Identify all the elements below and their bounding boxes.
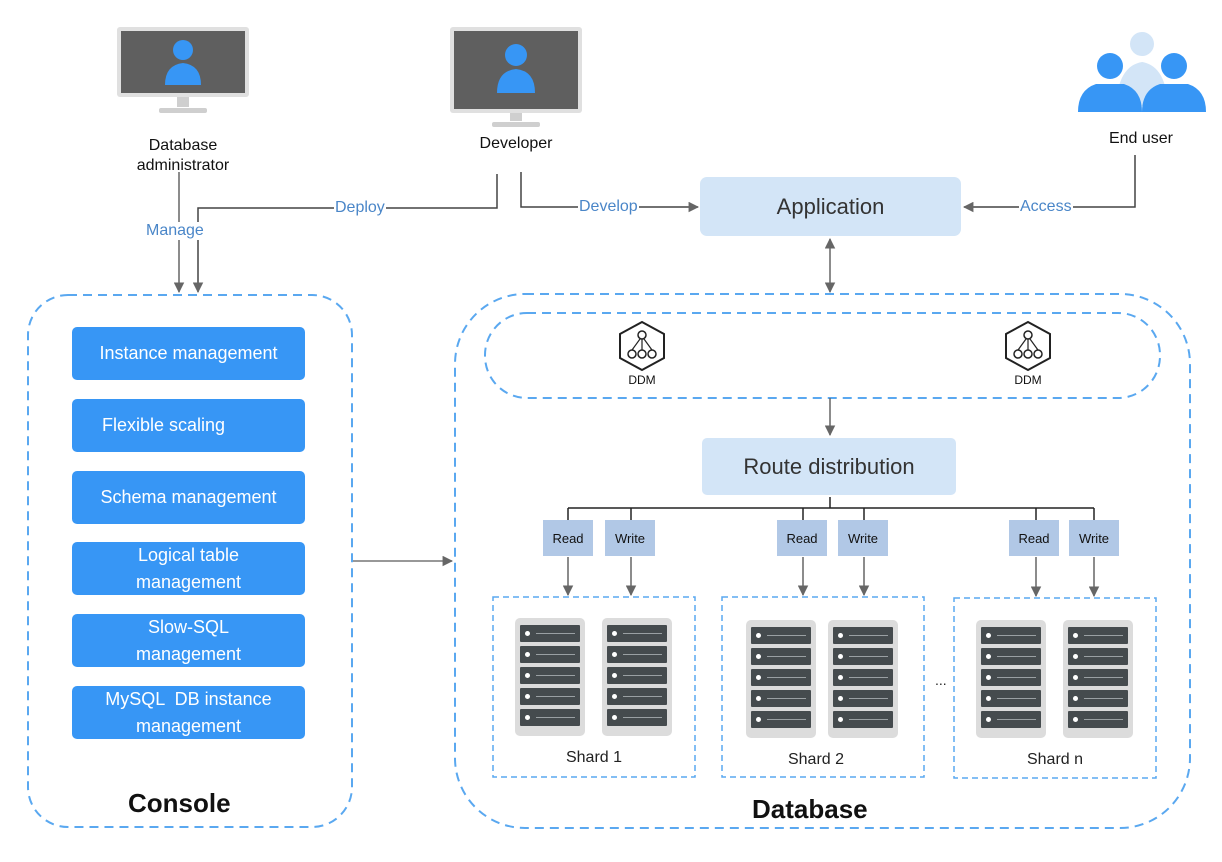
server-rack-icon	[515, 618, 585, 736]
application-label: Application	[776, 193, 885, 219]
shard-label: Shard n	[1026, 751, 1084, 768]
console-item-instance-management[interactable]: Instance management	[72, 327, 305, 380]
read-box-shard-2[interactable]: Read	[777, 520, 827, 556]
ddm-label: DDM	[1014, 373, 1042, 387]
route-distribution-label: Route distribution	[743, 453, 915, 479]
ddm-label: DDM	[628, 373, 656, 387]
console-title: Console	[128, 788, 231, 818]
developer-label: Developer	[479, 135, 553, 152]
console-item-flexible-scaling[interactable]: Flexible scaling	[72, 399, 305, 452]
more-shards-ellipsis: ...	[935, 672, 947, 688]
access-label: Access	[1019, 198, 1073, 216]
ddm-icon	[1002, 320, 1054, 372]
console-item-logical-table-management[interactable]: Logical table management	[72, 542, 305, 595]
deploy-label: Deploy	[334, 199, 386, 217]
route-distribution-box[interactable]: Route distribution	[702, 438, 956, 495]
server-rack-icon	[746, 620, 816, 738]
database-container	[454, 293, 1191, 829]
ddm-icon	[616, 320, 668, 372]
write-box-shard-1[interactable]: Write	[605, 520, 655, 556]
console-item-slow-sql-management[interactable]: Slow-SQL management	[72, 614, 305, 667]
user-group-icon	[1076, 26, 1208, 118]
server-rack-icon	[976, 620, 1046, 738]
shard-label: Shard 2	[787, 751, 845, 768]
server-rack-icon	[828, 620, 898, 738]
database-title: Database	[752, 794, 868, 824]
shard-label: Shard 1	[565, 749, 623, 766]
developer-monitor-icon	[450, 27, 582, 129]
deploy-line	[192, 174, 498, 294]
server-rack-icon	[602, 618, 672, 736]
manage-label: Manage	[145, 222, 205, 240]
write-box-shard-2[interactable]: Write	[838, 520, 888, 556]
console-item-mysql-db-instance-management[interactable]: MySQL DB instance management	[72, 686, 305, 739]
console-item-schema-management[interactable]: Schema management	[72, 471, 305, 524]
end-user-label: End user	[1108, 130, 1174, 147]
read-box-shard-1[interactable]: Read	[543, 520, 593, 556]
dba-label: Database administrator	[136, 137, 230, 174]
server-rack-icon	[1063, 620, 1133, 738]
read-box-shard-n[interactable]: Read	[1009, 520, 1059, 556]
ddm-container	[484, 312, 1161, 399]
dba-monitor-icon	[117, 27, 249, 129]
develop-label: Develop	[578, 198, 639, 216]
write-box-shard-n[interactable]: Write	[1069, 520, 1119, 556]
application-box[interactable]: Application	[700, 177, 961, 236]
